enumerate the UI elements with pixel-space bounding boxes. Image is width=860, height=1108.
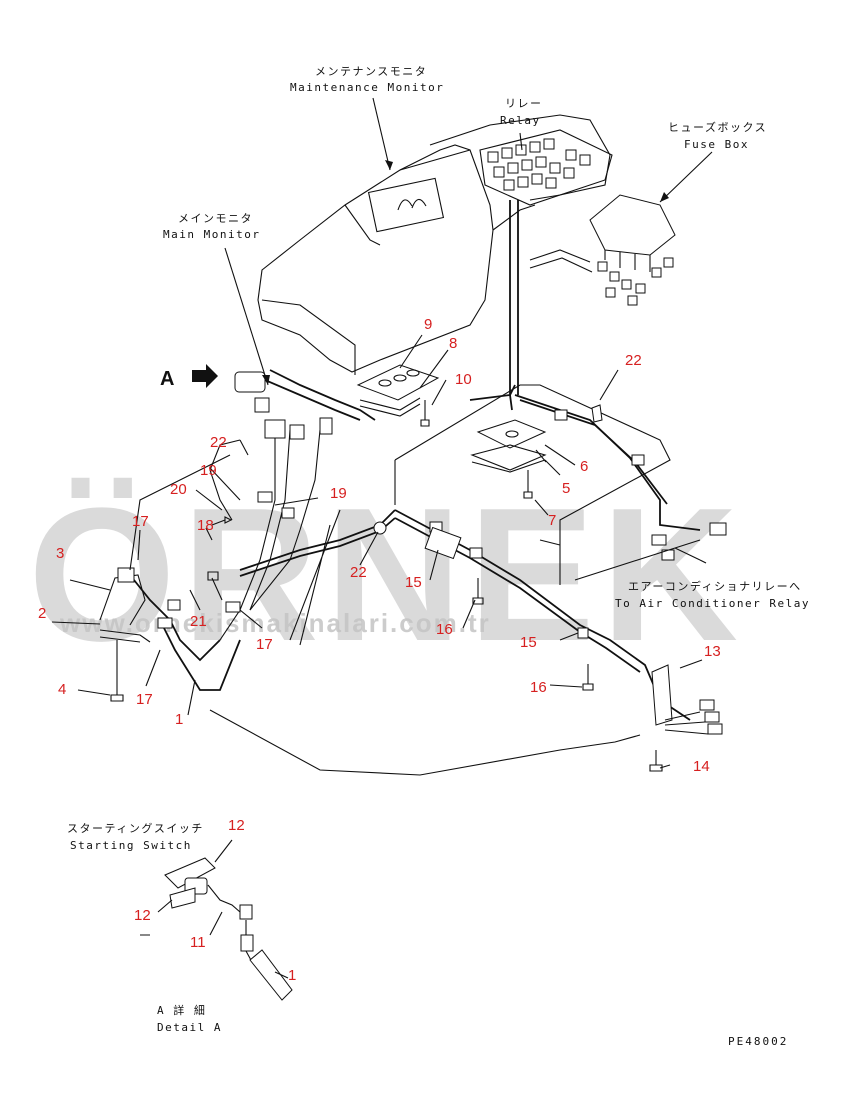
callout-12-left: 12 <box>134 907 151 924</box>
relay-en-label: Relay <box>500 114 541 127</box>
main-monitor-connectors <box>234 371 333 440</box>
callout-20: 20 <box>170 481 187 498</box>
callout-8: 8 <box>449 335 457 352</box>
callout-14: 14 <box>693 758 710 775</box>
callout-13: 13 <box>704 643 721 660</box>
callout-10: 10 <box>455 371 472 388</box>
maintenance-monitor-en-label: Maintenance Monitor <box>290 81 444 94</box>
callout-21: 21 <box>190 613 207 630</box>
watermark-text: ÖRNEK <box>28 469 744 681</box>
fuse-box-en-label: Fuse Box <box>684 138 749 151</box>
detail-a-jp-label: A 詳 細 <box>157 1003 206 1017</box>
terminal-block <box>651 664 723 735</box>
callout-19-left: 19 <box>200 462 217 479</box>
callout-22-left: 22 <box>210 434 227 451</box>
bolts <box>110 516 663 772</box>
view-a-label: A <box>160 368 174 390</box>
fuse-box-jp-label: ヒューズボックス <box>668 120 767 134</box>
fuse-box <box>589 194 676 306</box>
cab-outline <box>209 114 671 776</box>
callout-1-detail: 1 <box>288 967 296 984</box>
mounting-plates <box>356 364 440 427</box>
watermark: ÖRNEK www.ornekismakinalari.com.tr <box>28 469 744 681</box>
callout-17-mid: 17 <box>256 636 273 653</box>
drawing-code: PE48002 <box>728 1035 788 1048</box>
callout-16-right: 16 <box>530 679 547 696</box>
starting-switch-jp-label: スターティングスイッチ <box>67 821 204 835</box>
view-a-marker: A <box>160 364 218 390</box>
view-a-arrow-icon <box>192 364 218 388</box>
callout-11: 11 <box>190 934 206 951</box>
clamps <box>157 404 645 639</box>
detail-a-en-label: Detail A <box>157 1021 222 1034</box>
text-labels: メンテナンスモニタ Maintenance Monitor リレー Relay … <box>67 65 810 1048</box>
starting-switch-en-label: Starting Switch <box>70 839 192 852</box>
main-monitor-jp-label: メインモニタ <box>178 212 253 225</box>
callout-1-main: 1 <box>175 711 183 728</box>
callout-18: 18 <box>197 517 214 534</box>
callout-16-left: 16 <box>436 621 453 638</box>
maintenance-monitor-jp-label: メンテナンスモニタ <box>315 65 427 78</box>
main-monitor-en-label: Main Monitor <box>163 228 260 241</box>
callout-15-left: 15 <box>405 574 422 591</box>
ac-relay-connectors <box>651 522 727 564</box>
air-cond-en-label: To Air Conditioner Relay <box>615 597 810 610</box>
relay-jp-label: リレー <box>505 97 543 110</box>
callout-6: 6 <box>580 458 588 475</box>
callout-9: 9 <box>424 316 432 333</box>
callout-17-low: 17 <box>136 691 153 708</box>
callout-7: 7 <box>548 512 556 529</box>
relay-block <box>479 129 613 206</box>
callout-3: 3 <box>56 545 64 562</box>
leader-lines <box>51 97 713 769</box>
callout-12-top: 12 <box>228 817 245 834</box>
callout-19-right: 19 <box>330 485 347 502</box>
floor-brackets <box>470 419 547 499</box>
starting-switch-detail <box>140 839 293 1001</box>
callout-5: 5 <box>562 480 570 497</box>
callout-4: 4 <box>58 681 66 698</box>
left-bracket <box>99 567 151 672</box>
callout-22-right: 22 <box>625 352 642 369</box>
callout-numbers: 9 8 10 22 22 6 19 20 5 19 7 18 17 3 22 1… <box>38 316 721 984</box>
callout-2: 2 <box>38 605 46 622</box>
air-cond-jp-label: エアーコンディショナリレーへ <box>628 579 802 593</box>
callout-15-right: 15 <box>520 634 537 651</box>
callout-17-top: 17 <box>132 513 149 530</box>
callout-22-mid: 22 <box>350 564 367 581</box>
